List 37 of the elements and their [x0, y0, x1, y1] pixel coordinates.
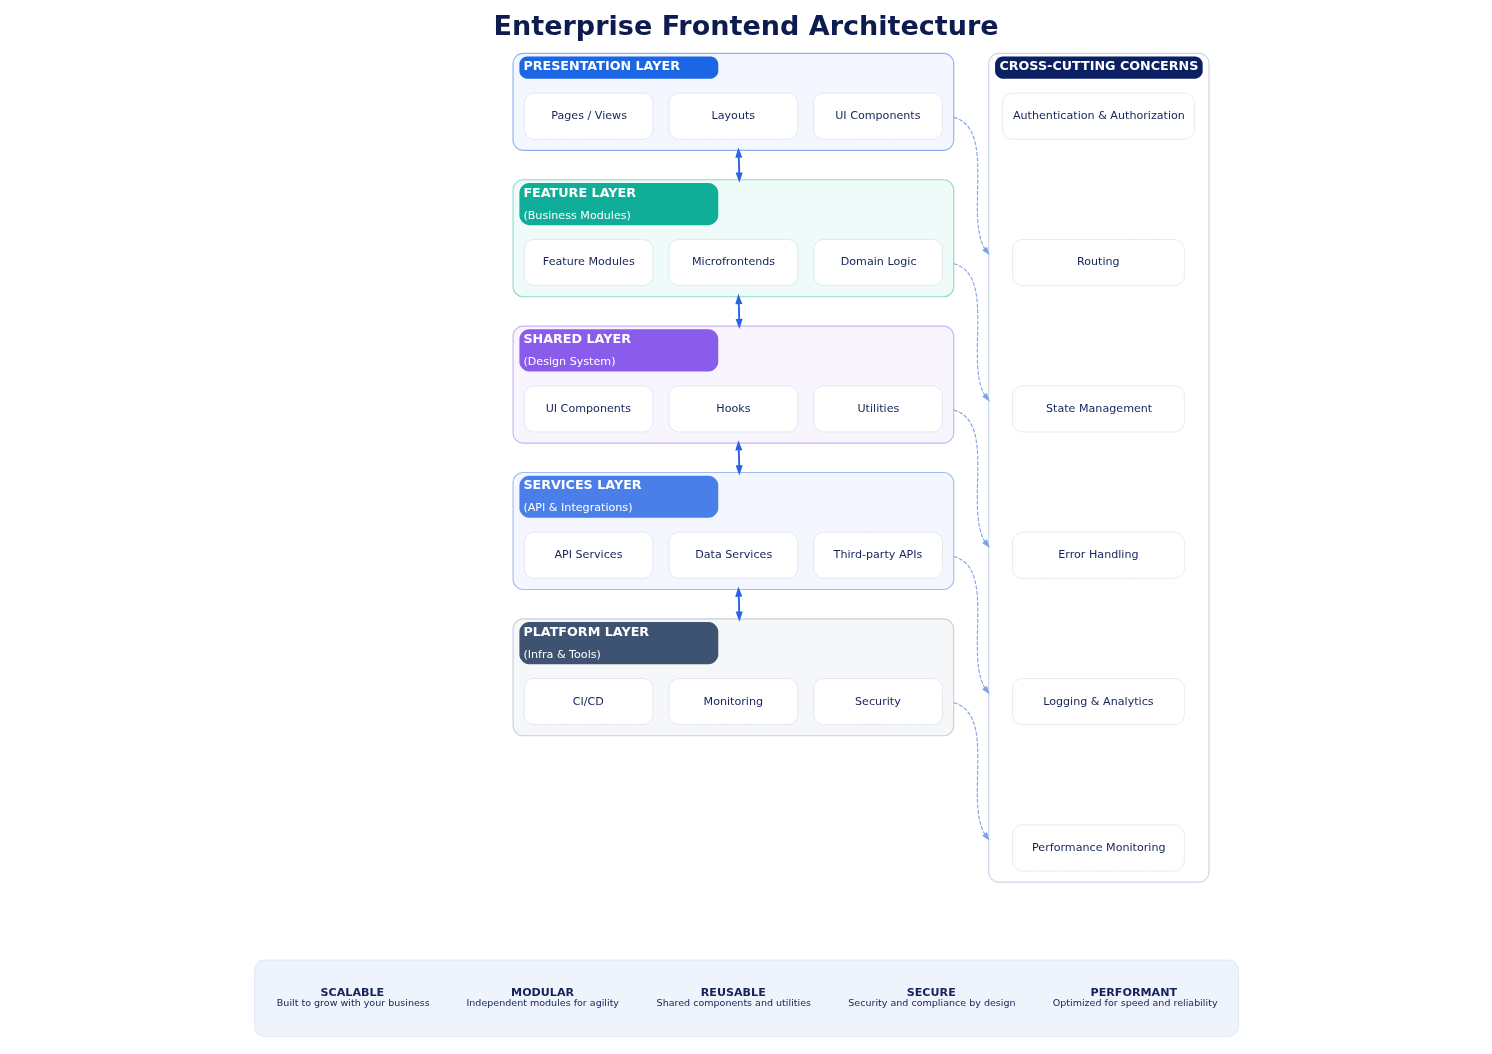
- node-text: SCALABLE Built to grow with your business: [276, 986, 430, 1008]
- node-text: PERFORMANT Optimized for speed and reliability: [1052, 986, 1218, 1008]
- node-box: API Services: [523, 531, 653, 579]
- node-box: State Management: [1011, 385, 1185, 433]
- arrow: [734, 293, 743, 330]
- node-text: MODULAR Independent modules for agility: [466, 986, 619, 1008]
- node-text: SECURE Security and compliance by design: [847, 986, 1016, 1008]
- arrow: [734, 440, 743, 476]
- arrow: [952, 555, 990, 695]
- node-text: REUSABLE Shared components and utilities: [656, 986, 811, 1008]
- node-box: Routing: [1011, 239, 1185, 287]
- arrow: [952, 702, 990, 841]
- node-box: Layouts: [667, 92, 798, 140]
- arrow: [952, 116, 990, 256]
- arrow: [734, 147, 743, 183]
- node-box: Feature Modules: [523, 239, 653, 287]
- node-box: Performance Monitoring: [1011, 824, 1185, 872]
- node-box: UI Components: [812, 92, 943, 140]
- node-box: Utilities: [812, 385, 943, 433]
- node-box: UI Components: [523, 385, 653, 433]
- arrow: [952, 409, 990, 549]
- node-box: Data Services: [667, 531, 798, 579]
- node-box: CI/CD: [523, 678, 653, 726]
- node-box: Microfrontends: [667, 239, 798, 287]
- node-box: Security: [812, 678, 943, 726]
- diagram-title: Enterprise Frontend Architecture: [493, 10, 999, 42]
- arrow: [952, 263, 990, 402]
- node-box: Logging & Analytics: [1011, 678, 1185, 726]
- node-box: Pages / Views: [523, 92, 653, 140]
- arrow: [734, 586, 743, 622]
- node-box: Hooks: [667, 385, 798, 433]
- node-box: Domain Logic: [812, 239, 943, 287]
- node-box: Monitoring: [667, 678, 798, 726]
- cluster: [253, 959, 1239, 1037]
- node-box: Authentication & Authorization: [1001, 92, 1195, 140]
- node-box: Error Handling: [1011, 531, 1185, 579]
- node-box: Third-party APIs: [812, 531, 943, 579]
